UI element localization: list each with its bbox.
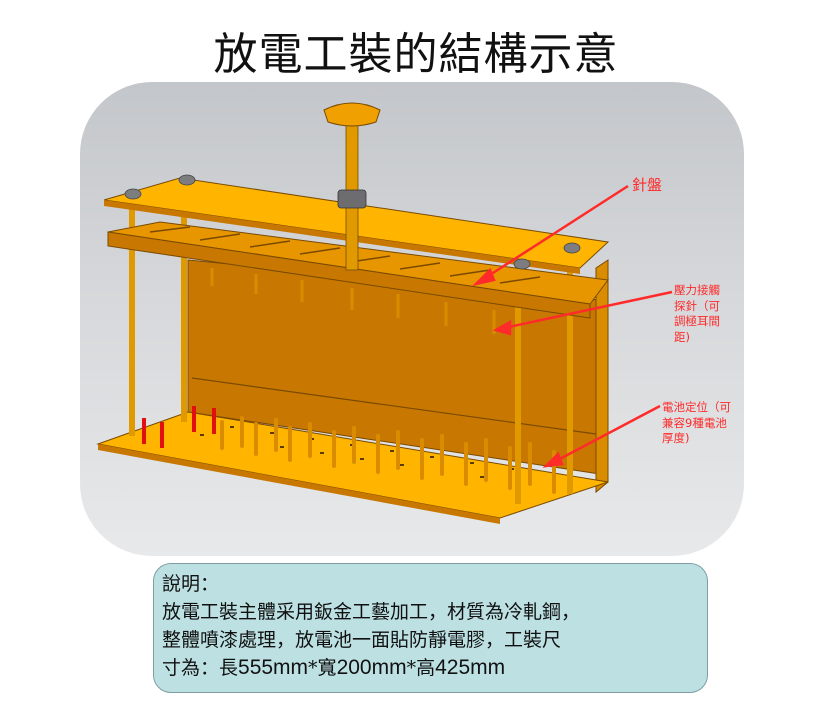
fixture-render: 針盤 壓力接觸 探針（可 調極耳間 距) 電池定位（可 兼容9種電池 厚度) (80, 82, 744, 556)
callout-text: 針盤 (632, 176, 663, 194)
description-line-2: 整體噴漆處理，放電池一面貼防靜電膠，工裝尺 (162, 629, 562, 651)
callout-needle-plate: 針盤 (632, 176, 663, 194)
callout-text: 探針（可 (674, 298, 720, 313)
callout-pressure-probe: 壓力接觸 探針（可 調極耳間 距) (674, 283, 720, 345)
dimensions-prefix: 寸為：長 (162, 657, 239, 679)
description-heading: 說明： (162, 573, 220, 595)
callout-text: 距) (674, 329, 690, 344)
callout-text: 兼容9種電池 (662, 415, 727, 430)
width-value: 200mm (336, 656, 407, 679)
callout-text: 調極耳間 (674, 314, 720, 328)
height-label: *高 (406, 657, 436, 679)
fixture-illustration (96, 102, 673, 524)
height-value: 425mm (435, 656, 506, 679)
description-box: 說明： 放電工裝主體采用鈑金工藝加工，材質為冷軋鋼， 整體噴漆處理，放電池一面貼… (153, 563, 708, 693)
width-label: *寬 (308, 657, 337, 679)
callout-text: 壓力接觸 (674, 283, 720, 297)
description-line-1: 放電工裝主體采用鈑金工藝加工，材質為冷軋鋼， (162, 601, 581, 623)
callout-text: 電池定位（可 (662, 400, 731, 414)
callout-text: 厚度) (662, 431, 690, 445)
length-value: 555mm (238, 656, 309, 679)
page-title: 放電工裝的結構示意 (213, 29, 619, 80)
callout-battery-positioning: 電池定位（可 兼容9種電池 厚度) (662, 400, 731, 447)
description-line-3: 寸為：長555mm*寬200mm*高425mm (162, 654, 699, 682)
